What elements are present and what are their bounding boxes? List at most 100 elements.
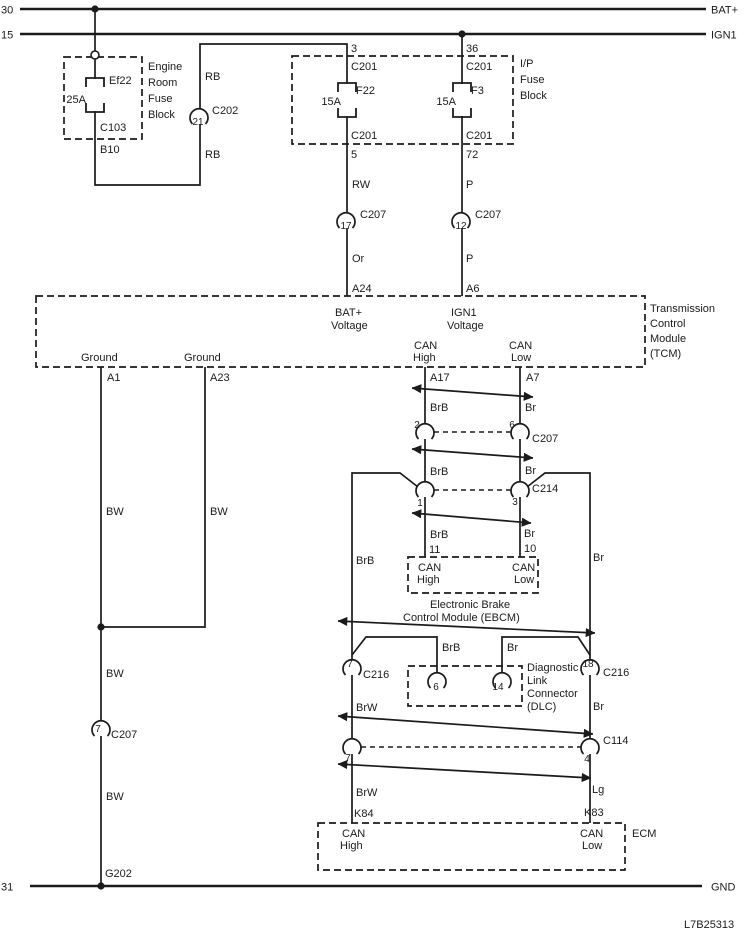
label-engine-4: Engine	[148, 61, 182, 73]
label-a17-47: A17	[430, 372, 450, 384]
conn-c202-21-arc	[189, 108, 209, 125]
conn-c207-17-label: C207	[360, 209, 386, 221]
label-rw-25: RW	[352, 179, 371, 191]
rail-31-gnd-left-label: 31	[1, 882, 13, 894]
wire-branch-right	[526, 472, 591, 823]
twist-2-line	[411, 448, 534, 459]
conn-c207-6-pin-number: 6	[509, 420, 515, 431]
label-p-28: P	[466, 253, 473, 265]
conn-c216-18-pin-number: 18	[582, 659, 594, 670]
label-c201-20: C201	[466, 130, 492, 142]
label-dlc-70: (DLC)	[527, 701, 556, 713]
label-c103-2: C103	[100, 122, 126, 134]
label-can-61: CAN	[512, 562, 535, 574]
conn-c202-21-label: C202	[212, 105, 238, 117]
label-module-37: Module	[650, 333, 686, 345]
conn-c214-3-label: C214	[532, 483, 558, 495]
box-ip-fuse-block	[291, 55, 514, 145]
conn-c214-1-pin-number: 1	[417, 498, 423, 509]
label-ground-39: Ground	[81, 352, 118, 364]
conn-c214-1-arc	[415, 481, 435, 498]
rail-15-ign1-right-label: IGN1	[711, 30, 737, 42]
label-a23-46: A23	[210, 372, 230, 384]
label-k83-76: K83	[584, 807, 604, 819]
label-p-26: P	[466, 179, 473, 191]
label-can-41: CAN	[414, 340, 437, 352]
conn-c216-7-pin-number: 7	[347, 659, 353, 670]
wire-dlc-left	[351, 636, 438, 673]
conn-c207-17-arc	[336, 212, 356, 229]
label-can-77: CAN	[342, 828, 365, 840]
twist-5-line	[337, 715, 594, 735]
label-voltage-32: Voltage	[331, 320, 368, 332]
label-c201-11: C201	[351, 61, 377, 73]
conn-dlc-14-pin-number: 14	[492, 682, 504, 693]
twist-4-arrow-left	[337, 616, 348, 627]
label-5-15: 5	[351, 149, 357, 161]
label-can-59: CAN	[418, 562, 441, 574]
label-electronic-brake-63: Electronic Brake	[430, 599, 510, 611]
label-brw-73: BrW	[356, 787, 378, 799]
conn-c114-4-pin-number: 4	[584, 754, 590, 765]
twist-6-arrow-left	[337, 759, 348, 770]
fuse-f3-15a-bottom	[452, 108, 472, 118]
label-25a-1: 25A	[66, 94, 86, 106]
label-transmission-35: Transmission	[650, 303, 715, 315]
label-fuse-23: Fuse	[520, 74, 544, 86]
label-or-27: Or	[352, 253, 365, 265]
label-can-79: CAN	[580, 828, 603, 840]
label-br-66: Br	[507, 642, 518, 654]
label-br-54: Br	[524, 528, 535, 540]
conn-dlc-14-arc	[492, 672, 512, 689]
label-bw-85: BW	[106, 791, 124, 803]
conn-c216-18-label: C216	[603, 667, 629, 679]
conn-c114-4-label: C114	[603, 735, 628, 747]
label-11-55: 11	[429, 544, 440, 556]
label-diagnostic-67: Diagnostic	[527, 662, 579, 674]
label-br-52: Br	[525, 465, 536, 477]
label-f22-12: F22	[356, 85, 375, 97]
label-ef22-0: Ef22	[109, 75, 132, 87]
label-l7b25313-87: L7B25313	[684, 919, 734, 931]
label-10-56: 10	[524, 543, 536, 555]
rail-30-bat-right-label: BAT+	[711, 5, 738, 17]
label-brb-65: BrB	[442, 642, 460, 654]
wire-dlc-right	[501, 636, 591, 673]
conn-c214-3-pin-number: 3	[512, 497, 518, 508]
junction-dot-3	[97, 882, 105, 890]
box-dlc	[407, 665, 523, 707]
label-lg-74: Lg	[592, 784, 604, 796]
label-bw-82: BW	[106, 506, 124, 518]
wire-branch-left	[351, 472, 419, 823]
junction-dot-0	[91, 5, 99, 13]
fuse-f22-15a-bottom	[337, 108, 357, 118]
conn-c216-7-arc	[342, 659, 362, 676]
label-rb-8: RB	[205, 71, 220, 83]
label-ecm-81: ECM	[632, 828, 656, 840]
label-a1-45: A1	[107, 372, 120, 384]
label-tcm-38: (TCM)	[650, 348, 681, 360]
label-bw-84: BW	[106, 668, 124, 680]
label-g202-86: G202	[105, 868, 132, 880]
conn-c216-7-label: C216	[363, 669, 389, 681]
twist-2-arrow-left	[411, 445, 422, 455]
twist-1-line	[411, 387, 534, 398]
junction-dot-2	[97, 623, 105, 631]
conn-dlc-6-pin-number: 6	[433, 682, 439, 693]
fuse-f22-15a-top	[337, 82, 357, 92]
twist-4-arrow-right	[585, 627, 596, 638]
label-a6-30: A6	[466, 283, 479, 295]
fuse-ef22-25a-top	[85, 77, 105, 87]
twist-3-arrow-right	[521, 517, 532, 527]
conn-c207-6-label: C207	[532, 433, 558, 445]
conn-c214-3-arc	[510, 481, 530, 498]
conn-c207-12-pin-number: 12	[455, 221, 467, 232]
label-high-60: High	[417, 574, 440, 586]
label-36-16: 36	[466, 43, 478, 55]
twist-2-arrow-right	[523, 452, 534, 462]
box-tcm	[35, 295, 646, 368]
label-brb-53: BrB	[430, 529, 448, 541]
junction-dot-1	[458, 30, 466, 38]
